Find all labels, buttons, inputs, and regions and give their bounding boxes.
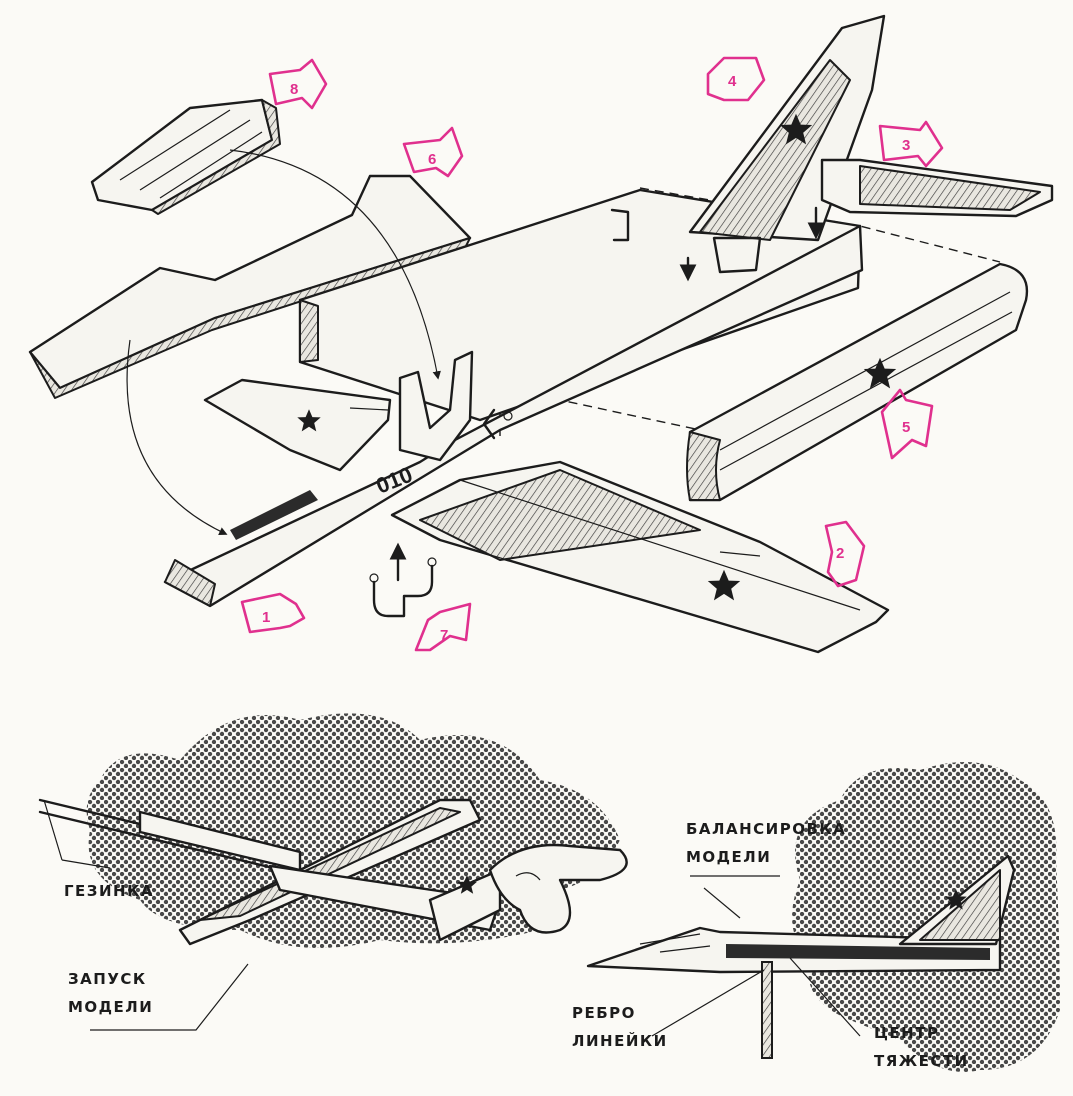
label-rubber: ГЕЗИНКА [64, 882, 154, 900]
marker-7: 7 [414, 602, 472, 652]
cg-leader [789, 957, 861, 1037]
rubber-leader [43, 799, 111, 869]
svg-text:8: 8 [290, 81, 298, 98]
assembly-arrow [229, 149, 441, 380]
marker-4: 4 [706, 56, 766, 102]
part-8-canopy [90, 98, 281, 215]
svg-text:6: 6 [428, 151, 436, 168]
label-launch-line2: МОДЕЛИ [68, 998, 154, 1016]
part-fuselage-plank [298, 188, 862, 422]
label-balance-line2: МОДЕЛИ [686, 848, 772, 866]
marker-6: 6 [402, 126, 464, 178]
label-launch-line1: ЗАПУСК [68, 970, 147, 988]
marker-1: 1 [240, 592, 306, 634]
launch-scene [38, 713, 628, 1031]
marker-3: 3 [878, 120, 944, 168]
ruler-edge [761, 961, 773, 1059]
label-balance-line1: БАЛАНСИРОВКА [686, 820, 847, 838]
marker-8: 8 [268, 58, 328, 110]
ruler-leader [651, 969, 765, 1037]
svg-text:5: 5 [902, 419, 910, 436]
assembly-arrow [126, 339, 228, 535]
label-cg-line1: ЦЕНТР [874, 1024, 940, 1042]
label-cg-line2: ТЯЖЕСТИ [874, 1052, 969, 1070]
svg-text:2: 2 [836, 545, 844, 562]
launch-leader [90, 963, 249, 1031]
part-3-right-stabilizer [820, 158, 1054, 218]
part-7-wire-hook [369, 542, 437, 618]
svg-text:1: 1 [262, 609, 270, 626]
svg-text:4: 4 [728, 73, 737, 90]
exploded-view: 010 [28, 14, 1054, 654]
balance-scene [586, 762, 1060, 1072]
part-2-main-wing [390, 460, 890, 654]
part-5-side-pod [686, 262, 1029, 502]
svg-text:3: 3 [902, 137, 910, 154]
guide-line [639, 187, 1001, 263]
part-1-tail-plane [203, 378, 392, 472]
hand [488, 843, 628, 934]
part-main-fuselage: 010 [163, 224, 864, 608]
label-ruler-line1: РЕБРО [572, 1004, 636, 1022]
marker-2: 2 [824, 520, 866, 588]
halftone-cloud [792, 762, 1060, 1072]
label-ruler-line2: ЛИНЕЙКИ [572, 1032, 668, 1050]
svg-text:7: 7 [440, 627, 448, 644]
marker-5: 5 [880, 388, 934, 460]
part-6-side-profile [28, 174, 472, 399]
